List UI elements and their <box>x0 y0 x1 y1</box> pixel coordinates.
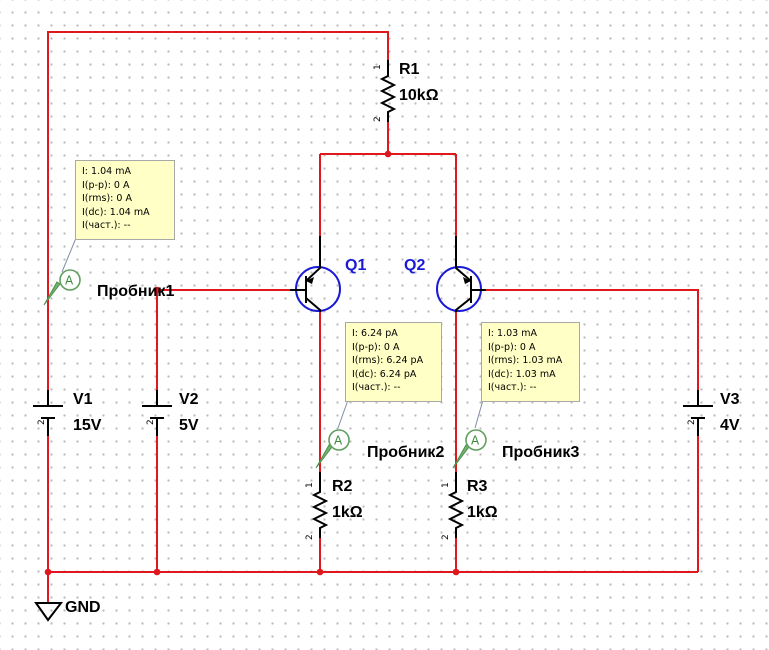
reading-peak-to-peak: I(p-p): 0 A <box>488 341 536 353</box>
v2-value: 5V <box>179 417 199 434</box>
reading-rms: I(rms): 6.24 pA <box>352 355 424 366</box>
ground[interactable]: GND <box>34 599 101 622</box>
probe3-readings[interactable]: I: 1.03 mA I(p-p): 0 A I(rms): 1.03 mA I… <box>481 322 580 402</box>
reading-dc: I(dc): 6.24 pA <box>352 368 417 380</box>
probe3-leader <box>474 399 484 429</box>
reading-current: I: 1.04 mA <box>82 166 131 177</box>
probe2-label: Пробник2 <box>367 444 444 461</box>
wire-q2-base-to-v3[interactable] <box>486 289 699 390</box>
probe2-leader <box>337 399 349 429</box>
probe1-label: Пробник1 <box>97 283 174 300</box>
v1-ref: V1 <box>73 391 93 408</box>
battery-v1[interactable]: 2 V1 15V <box>33 390 102 436</box>
r2-pin1: 1 <box>305 482 315 488</box>
battery-plates <box>683 405 713 419</box>
battery-v3[interactable]: 2 V3 4V <box>683 390 740 436</box>
resistor-r3[interactable]: 1 2 R3 1kΩ <box>441 472 498 540</box>
probe-3[interactable]: A Пробник3 <box>452 429 579 469</box>
reading-dc: I(dc): 1.03 mA <box>488 368 556 380</box>
junction-dot <box>384 150 392 158</box>
reading-peak-to-peak: I(p-p): 0 A <box>352 341 400 353</box>
reading-rms: I(rms): 1.03 mA <box>488 355 563 366</box>
v2-pin: 2 <box>146 419 156 425</box>
junction-dot <box>153 568 161 576</box>
battery-plates <box>142 405 172 419</box>
r3-pin2: 2 <box>441 534 451 540</box>
resistor-r2[interactable]: 1 2 R2 1kΩ <box>305 472 363 540</box>
transistor-collector <box>455 297 472 312</box>
junction-dot <box>44 568 52 576</box>
reading-current: I: 1.03 mA <box>488 328 537 339</box>
probe1-readings[interactable]: I: 1.04 mA I(p-p): 0 A I(rms): 0 A I(dc)… <box>75 160 175 240</box>
r2-ref: R2 <box>332 478 353 495</box>
v3-value: 4V <box>720 417 740 434</box>
r3-ref: R3 <box>467 478 488 495</box>
ammeter-icon <box>59 269 81 291</box>
probe2-readings[interactable]: I: 6.24 pA I(p-p): 0 A I(rms): 6.24 pA I… <box>345 322 442 402</box>
junction-dot <box>452 568 460 576</box>
probe2-symbol: A <box>334 434 343 448</box>
v1-pin: 2 <box>37 419 47 425</box>
v3-ref: V3 <box>720 391 740 408</box>
reading-peak-to-peak: I(p-p): 0 A <box>82 179 130 191</box>
q1-ref: Q1 <box>345 257 366 274</box>
transistor-q1[interactable]: Q1 <box>290 236 366 312</box>
transistor-emitter <box>455 236 472 282</box>
junction-dot <box>316 568 324 576</box>
emitter-arrow <box>306 277 314 284</box>
ammeter-icon <box>328 429 350 451</box>
transistor-q2[interactable]: Q2 <box>404 236 486 312</box>
ammeter-icon <box>465 429 487 451</box>
q2-ref: Q2 <box>404 257 425 274</box>
resistor-symbol <box>379 60 397 122</box>
r1-value: 10kΩ <box>399 87 439 104</box>
probe1-symbol: A <box>65 274 74 288</box>
probe1-leader <box>61 237 77 273</box>
probe-2[interactable]: A Пробник2 <box>315 429 444 469</box>
resistor-symbol <box>447 472 465 538</box>
battery-plates <box>33 405 63 419</box>
v1-value: 15V <box>73 417 102 434</box>
reading-frequency: I(част.): -- <box>352 382 401 393</box>
resistor-symbol <box>311 472 329 538</box>
reading-current: I: 6.24 pA <box>352 328 398 339</box>
probe-1[interactable]: A Пробник1 <box>43 269 174 306</box>
reading-dc: I(dc): 1.04 mA <box>82 206 150 218</box>
v3-pin: 2 <box>687 419 697 425</box>
gnd-label: GND <box>65 599 101 616</box>
reading-rms: I(rms): 0 A <box>82 193 132 204</box>
wires <box>47 31 699 602</box>
r3-value: 1kΩ <box>467 504 498 521</box>
r3-pin1: 1 <box>441 482 451 488</box>
ground-icon <box>34 602 64 622</box>
emitter-arrow <box>463 277 471 284</box>
r1-pin1: 1 <box>373 64 383 70</box>
r2-pin2: 2 <box>305 534 315 540</box>
transistor-emitter <box>305 236 321 282</box>
transistor-collector <box>305 297 321 312</box>
junction-dot <box>153 286 161 294</box>
resistor-r1[interactable]: 1 2 R1 10kΩ <box>373 60 439 122</box>
probe-pointer <box>43 281 61 306</box>
r1-pin2: 2 <box>373 116 383 122</box>
r2-value: 1kΩ <box>332 504 363 521</box>
junctions <box>44 150 460 576</box>
reading-frequency: I(част.): -- <box>488 382 537 393</box>
v2-ref: V2 <box>179 391 199 408</box>
battery-v2[interactable]: 2 V2 5V <box>142 390 199 436</box>
r1-ref: R1 <box>399 61 420 78</box>
reading-frequency: I(част.): -- <box>82 220 131 231</box>
probe-pointer <box>315 444 333 469</box>
probe3-symbol: A <box>471 434 480 448</box>
probe3-label: Пробник3 <box>502 444 579 461</box>
wire-v1-to-r1[interactable] <box>47 31 389 390</box>
